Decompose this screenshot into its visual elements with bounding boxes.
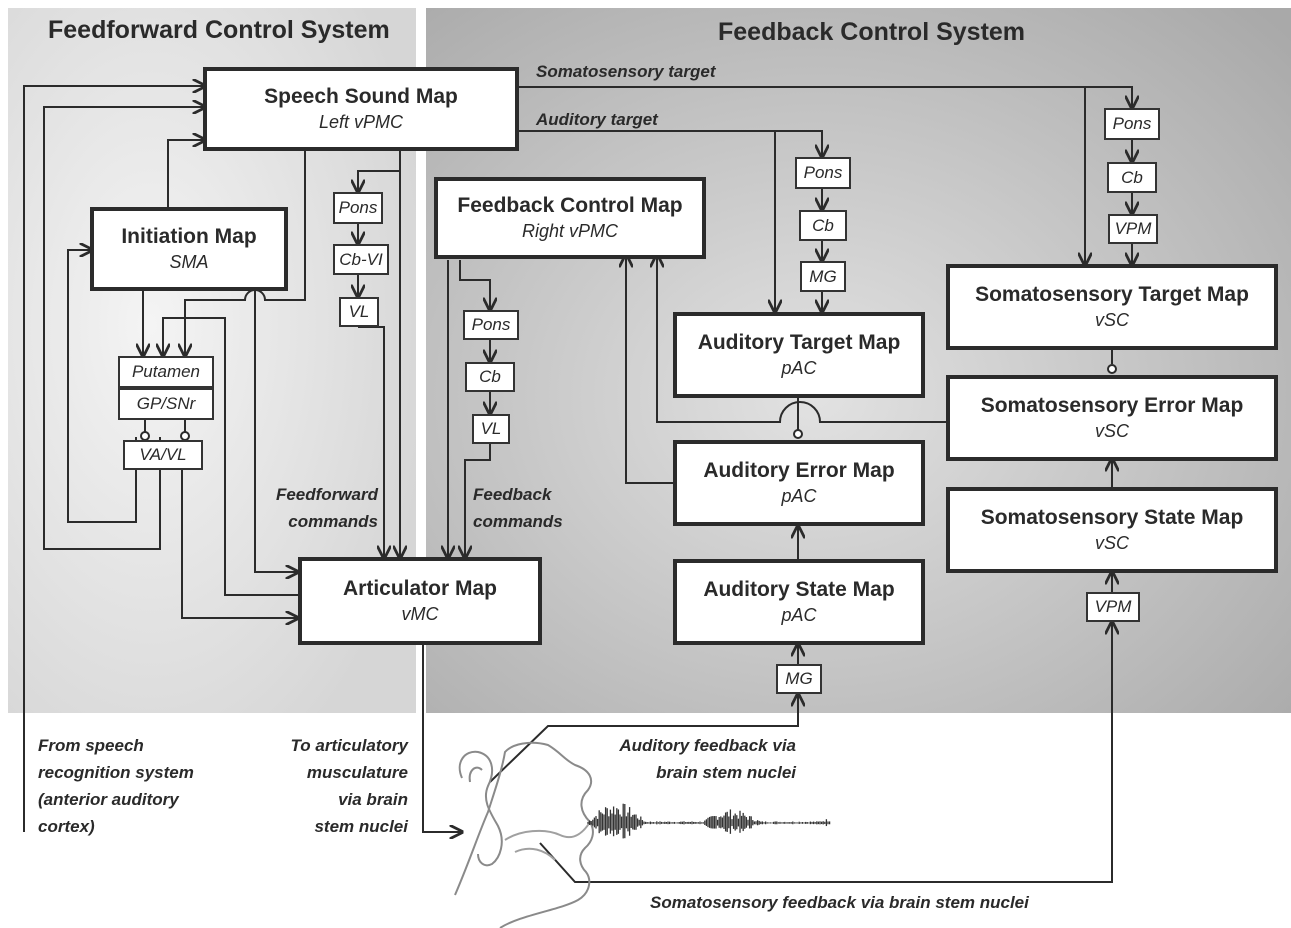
auditory-target-label: Auditory target bbox=[536, 110, 658, 129]
auditory-target-map-subtitle: pAC bbox=[781, 358, 817, 378]
somatosensory-state-map-box: Somatosensory State Map vSC bbox=[946, 487, 1278, 573]
face-profile bbox=[454, 741, 594, 928]
somatosensory-state-map-title: Somatosensory State Map bbox=[980, 506, 1244, 529]
bottom-mg-box: MG bbox=[776, 664, 822, 694]
putamen-box: Putamen bbox=[118, 356, 214, 388]
bottom-vpm-box: VPM bbox=[1086, 592, 1140, 622]
ff-pons-box: Pons bbox=[333, 192, 383, 224]
auditory-target-to-pons bbox=[775, 130, 822, 157]
auditory-state-map-title: Auditory State Map bbox=[703, 578, 895, 601]
initiation-map-box: Initiation Map SMA bbox=[90, 207, 288, 291]
ff-cb-vi-box: Cb-VI bbox=[333, 244, 389, 275]
to-articulatory-musculature-label: To articulatory musculature via brain st… bbox=[290, 736, 408, 836]
from-speech-recognition-line bbox=[23, 86, 205, 832]
vocal-tract bbox=[504, 821, 591, 841]
auditory-error-map-title: Auditory Error Map bbox=[703, 459, 895, 482]
auditory-error-map-subtitle: pAC bbox=[781, 486, 817, 506]
articulator-map-subtitle: vMC bbox=[401, 604, 439, 624]
initiation-map-subtitle: SMA bbox=[169, 252, 209, 272]
auditory-error-map-box: Auditory Error Map pAC bbox=[673, 440, 925, 526]
feedforward-commands-label: Feedforward commands bbox=[275, 485, 378, 531]
feedback-control-map-subtitle: Right vPMC bbox=[521, 221, 619, 241]
fb-pons-box: Pons bbox=[463, 310, 519, 340]
auditory-feedback-line bbox=[489, 694, 798, 783]
som-vpm-box: VPM bbox=[1108, 214, 1158, 244]
aud-cb-box: Cb bbox=[799, 210, 847, 241]
som-cb-box: Cb bbox=[1107, 162, 1157, 193]
somatosensory-target-map-title: Somatosensory Target Map bbox=[975, 283, 1249, 306]
feedback-control-map-box: Feedback Control Map Right vPMC bbox=[434, 177, 706, 259]
auditory-target-map-title: Auditory Target Map bbox=[697, 331, 901, 354]
speech-sound-map-subtitle: Left vPMC bbox=[318, 112, 404, 132]
articulator-map-title: Articulator Map bbox=[342, 577, 497, 600]
somatosensory-state-map-subtitle: vSC bbox=[1094, 533, 1129, 553]
somatosensory-feedback-line bbox=[539, 622, 1112, 883]
speech-sound-map-box: Speech Sound Map Left vPMC bbox=[203, 67, 519, 151]
somatosensory-error-map-title: Somatosensory Error Map bbox=[980, 394, 1244, 417]
aud-mg-box: MG bbox=[800, 261, 846, 292]
auditory-target-map-box: Auditory Target Map pAC bbox=[673, 312, 925, 398]
from-speech-recognition-label: From speech recognition system (anterior… bbox=[38, 736, 194, 836]
fb-cb-box: Cb bbox=[465, 362, 515, 392]
somatosensory-target-map-box: Somatosensory Target Map vSC bbox=[946, 264, 1278, 350]
somatosensory-error-map-subtitle: vSC bbox=[1094, 421, 1129, 441]
som-pons-box: Pons bbox=[1104, 108, 1160, 140]
somatosensory-feedback-label: Somatosensory feedback via brain stem nu… bbox=[650, 893, 1029, 912]
ear-icon bbox=[458, 750, 503, 867]
speech-sound-map-title: Speech Sound Map bbox=[264, 85, 458, 108]
gp-snr-box: GP/SNr bbox=[118, 388, 214, 420]
initiation-map-title: Initiation Map bbox=[121, 225, 257, 248]
somatosensory-error-map-box: Somatosensory Error Map vSC bbox=[946, 375, 1278, 461]
to-musculature-line bbox=[422, 644, 462, 832]
auditory-state-map-box: Auditory State Map pAC bbox=[673, 559, 925, 645]
articulator-map-box: Articulator Map vMC bbox=[298, 557, 542, 645]
auditory-state-map-subtitle: pAC bbox=[781, 605, 817, 625]
feedforward-system-title: Feedforward Control System bbox=[48, 16, 390, 44]
va-vl-box: VA/VL bbox=[123, 440, 203, 470]
aud-pons-box: Pons bbox=[795, 157, 851, 189]
somatosensory-target-to-pons bbox=[1085, 86, 1132, 108]
feedback-commands-label: Feedback commands bbox=[473, 485, 563, 531]
feedback-control-map-title: Feedback Control Map bbox=[457, 194, 683, 217]
ff-vl-box: VL bbox=[339, 297, 379, 327]
somatosensory-target-label: Somatosensory target bbox=[536, 62, 716, 81]
auditory-feedback-label: Auditory feedback via brain stem nuclei bbox=[619, 736, 796, 782]
fb-vl-box: VL bbox=[472, 414, 510, 444]
speech-waveform-icon bbox=[587, 803, 831, 839]
feedback-system-title: Feedback Control System bbox=[718, 18, 1026, 46]
somatosensory-target-map-subtitle: vSC bbox=[1094, 310, 1129, 330]
